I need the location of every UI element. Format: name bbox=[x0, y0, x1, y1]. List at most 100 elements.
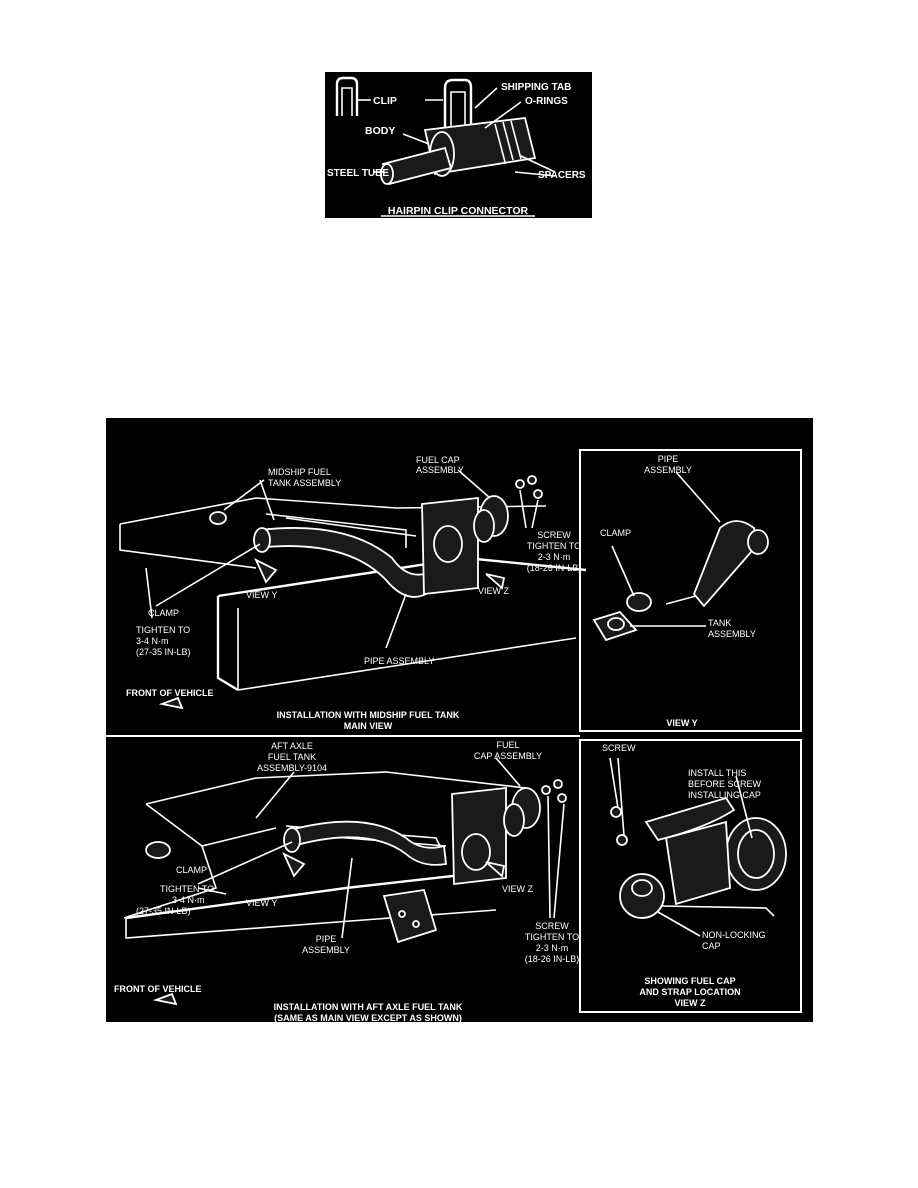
view-z-screw-2 bbox=[616, 834, 628, 846]
steel-tube-end bbox=[380, 163, 394, 185]
view-y-pipe-stem bbox=[665, 595, 697, 605]
label-aft-1: AFT AXLE bbox=[271, 741, 313, 751]
label-vy-pipe-2: ASSEMBLY bbox=[644, 465, 692, 475]
view-y-pipe bbox=[692, 520, 759, 608]
hairpin-caption: HAIRPIN CLIP CONNECTOR bbox=[388, 205, 529, 217]
label-vz-cap-1: NON-LOCKING bbox=[702, 930, 766, 940]
label-aft-screw-3: 2-3 N·m bbox=[536, 943, 569, 953]
screw-b bbox=[527, 475, 537, 485]
view-z-housing bbox=[664, 820, 731, 906]
caption-aft-2: (SAME AS MAIN VIEW EXCEPT AS SHOWN) bbox=[274, 1013, 462, 1022]
o-rings-leader bbox=[484, 101, 522, 129]
label-midship-2: TANK ASSEMBLY bbox=[268, 478, 341, 488]
aft-bracket-hole-2 bbox=[412, 920, 420, 928]
label-vy-pipe-1: PIPE bbox=[658, 454, 679, 464]
caption-aft-1: INSTALLATION WITH AFT AXLE FUEL TANK bbox=[274, 1002, 463, 1012]
label-screw-3: 2-3 N·m bbox=[538, 552, 571, 562]
label-vz-install-3: INSTALLING CAP bbox=[688, 790, 761, 800]
loose-clip-shape bbox=[335, 76, 359, 116]
aft-tighten-leader bbox=[197, 887, 227, 895]
label-aft-pipe-2: ASSEMBLY bbox=[302, 945, 350, 955]
view-z-install-leader bbox=[735, 775, 753, 839]
o-ring-1 bbox=[494, 123, 506, 163]
view-z-neck-inner bbox=[737, 829, 775, 879]
caption-view-y: VIEW Y bbox=[666, 718, 697, 728]
aft-tank-leader bbox=[255, 771, 295, 819]
aft-cap-ring bbox=[503, 803, 525, 837]
view-z-screw-1 bbox=[610, 806, 622, 818]
installed-clip-inner bbox=[450, 91, 466, 132]
label-clip: CLIP bbox=[373, 95, 397, 107]
spacer-1 bbox=[510, 120, 522, 160]
label-aft-screw-1: SCREW bbox=[535, 921, 569, 931]
fuel-installation-figure: MIDSHIP FUEL TANK ASSEMBLY FUEL CAP ASSE… bbox=[106, 418, 813, 1022]
tank-front-edge bbox=[119, 524, 257, 569]
view-z-cap-strap bbox=[661, 905, 775, 917]
spacers-leader bbox=[514, 171, 556, 177]
aft-tank-side bbox=[123, 845, 218, 919]
loose-clip-inner bbox=[341, 87, 353, 116]
view-y-pipe-end bbox=[747, 529, 769, 555]
label-aft-clamp: CLAMP bbox=[176, 865, 207, 875]
label-aft-2: FUEL TANK bbox=[268, 752, 316, 762]
midship-leader-2 bbox=[259, 479, 275, 521]
aft-pipe-leader bbox=[341, 857, 353, 939]
label-aft-tighten-3: (27-35 IN-LB) bbox=[136, 906, 191, 916]
fuel-installation-drawing: MIDSHIP FUEL TANK ASSEMBLY FUEL CAP ASSE… bbox=[106, 449, 802, 1022]
tank-strap bbox=[145, 567, 153, 619]
frame-rail-front bbox=[216, 596, 239, 692]
hairpin-clip-drawing: CLIP SHIPPING TAB O-RINGS BODY STEEL TUB… bbox=[327, 76, 586, 217]
label-tighten-2: 3-4 N·m bbox=[136, 636, 169, 646]
aft-tank-cap bbox=[145, 841, 171, 859]
label-steel-tube: STEEL TUBE bbox=[327, 168, 389, 179]
label-spacers: SPACERS bbox=[538, 170, 586, 181]
label-aft-tighten-2: 3-4 N·m bbox=[172, 895, 205, 905]
tank-ribs bbox=[265, 513, 417, 548]
aft-screw-leader-b bbox=[553, 803, 565, 919]
view-z-arrow bbox=[485, 573, 506, 590]
view-y-drawing bbox=[592, 471, 769, 642]
front-arrow-aft bbox=[152, 992, 178, 1006]
label-aft-3: ASSEMBLY-9104 bbox=[257, 763, 327, 773]
view-y-clamp bbox=[626, 592, 652, 612]
screw-leader-b bbox=[531, 499, 539, 529]
view-y-clamp-leader bbox=[611, 545, 635, 597]
label-aft-screw-2: TIGHTEN TO bbox=[525, 932, 579, 942]
label-aft-tighten-1: TIGHTEN TO bbox=[160, 884, 214, 894]
aft-clamp bbox=[283, 827, 301, 853]
aft-filler-flange bbox=[461, 833, 491, 871]
body-leader bbox=[402, 133, 430, 145]
frame-rail-body bbox=[237, 608, 577, 691]
fuel-cap-leader bbox=[457, 469, 491, 499]
label-vz-install-1: INSTALL THIS bbox=[688, 768, 746, 778]
aft-screw-b bbox=[553, 779, 563, 789]
view-y-arrow bbox=[254, 558, 278, 584]
midship-leader bbox=[223, 479, 265, 511]
label-vz-install-2: BEFORE SCREW bbox=[688, 779, 762, 789]
label-vy-tank-1: TANK bbox=[708, 618, 731, 628]
screw-a bbox=[515, 479, 525, 489]
label-front-aft: FRONT OF VEHICLE bbox=[114, 984, 202, 994]
view-z-screw-leaders bbox=[609, 757, 625, 837]
caption-view-z-3: VIEW Z bbox=[675, 998, 707, 1008]
view-z-cap-leader bbox=[657, 911, 701, 937]
label-tighten-1: TIGHTEN TO bbox=[136, 625, 190, 635]
aft-bracket-hole-1 bbox=[398, 910, 406, 918]
installed-clip-shape bbox=[443, 78, 473, 132]
label-screw-4: (18-26 IN-LB) bbox=[527, 563, 582, 573]
aft-view-drawing bbox=[123, 757, 567, 1006]
aft-screw-c bbox=[557, 793, 567, 803]
label-aft-fuel-cap-1: FUEL bbox=[496, 740, 519, 750]
caption-main-2: MAIN VIEW bbox=[344, 721, 393, 731]
label-shipping-tab: SHIPPING TAB bbox=[501, 82, 571, 93]
aft-view-z-arrow bbox=[485, 861, 506, 878]
label-body: BODY bbox=[365, 125, 395, 137]
caption-view-z-2: AND STRAP LOCATION bbox=[639, 987, 740, 997]
aft-clamp-leader bbox=[197, 841, 293, 885]
aft-frame-top bbox=[125, 868, 507, 920]
aft-view-y-arrow bbox=[282, 852, 306, 878]
main-cap-ring bbox=[473, 509, 495, 543]
view-y-pipe-leader bbox=[675, 471, 721, 523]
view-z-cap-knob bbox=[631, 879, 653, 897]
label-tighten-3: (27-35 IN-LB) bbox=[136, 647, 191, 657]
